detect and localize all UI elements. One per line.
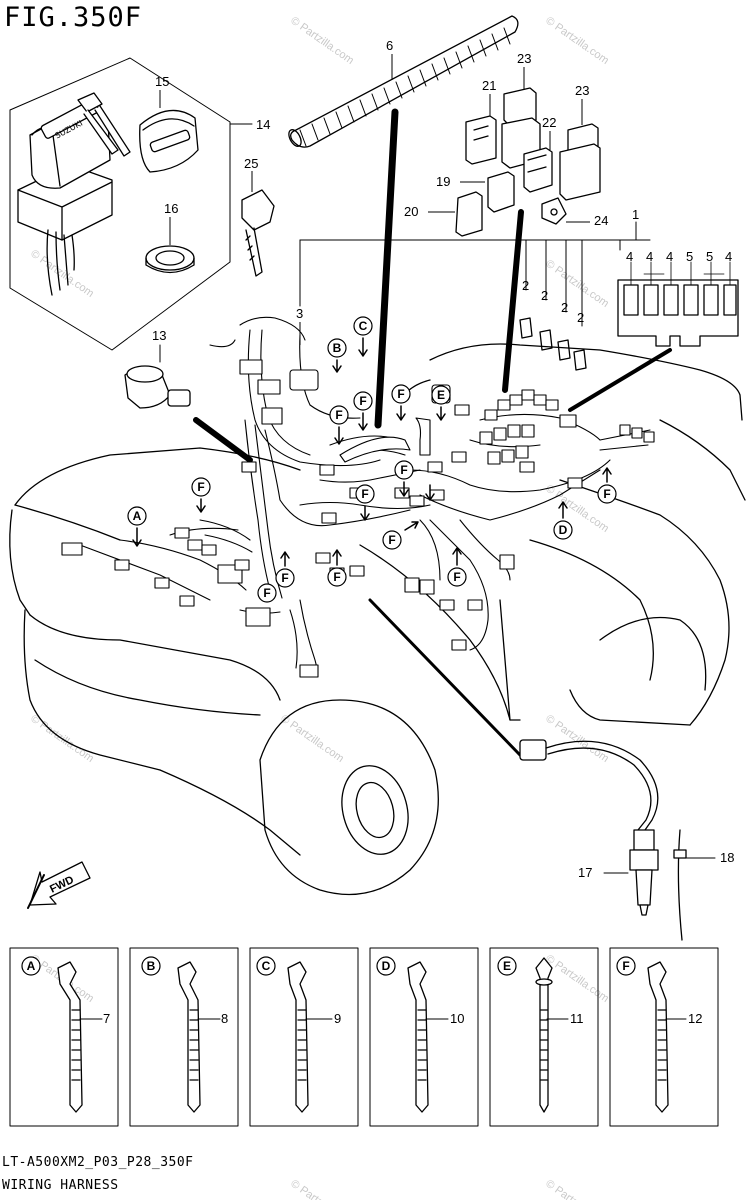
panel-letter: D: [382, 959, 391, 973]
fuse-label: 4: [666, 249, 673, 264]
watermark: © Partzilla.com: [278, 713, 346, 765]
callout-10: 10: [450, 1011, 464, 1026]
watermark: © Partzilla.com: [543, 1178, 611, 1200]
fwd-arrow: [27, 861, 91, 909]
watermark: © Partzilla.com: [543, 15, 611, 67]
callout-1: 1: [632, 207, 639, 222]
figure-name: WIRING HARNESS: [2, 1178, 119, 1193]
callout-18: 18: [720, 850, 734, 865]
callout-20: 20: [404, 204, 418, 219]
panel-letter: A: [27, 959, 36, 973]
fuse-label: 4: [725, 249, 732, 264]
clip-letter: F: [281, 571, 288, 585]
leader-line: [568, 348, 672, 412]
callout-2: 2: [577, 310, 584, 325]
fuse-label: 5: [686, 249, 693, 264]
clip-letter: F: [397, 387, 404, 401]
watermark: © Partzilla.com: [288, 1178, 356, 1200]
oxygen-sensor: [519, 739, 716, 941]
watermarks: © Partzilla.com © Partzilla.com © Partzi…: [28, 15, 611, 1200]
clip-letter: F: [361, 487, 368, 501]
callout-9: 9: [334, 1011, 341, 1026]
callout-12: 12: [688, 1011, 702, 1026]
callout-15: 15: [155, 74, 169, 89]
key: [241, 189, 275, 277]
callout-7: 7: [103, 1011, 110, 1026]
detail-panels: [9, 947, 719, 1127]
callout-2: 2: [541, 288, 548, 303]
letter-circles: [21, 316, 636, 976]
panel-letter: C: [262, 959, 271, 973]
callout-13: 13: [152, 328, 166, 343]
clip-arrows: [132, 337, 612, 567]
clip-letter: A: [133, 509, 142, 523]
cable-ties: [57, 957, 669, 1113]
clip-letter: B: [333, 341, 342, 355]
callout-23: 23: [517, 51, 531, 66]
leader-line: [374, 108, 399, 429]
clip-letter: F: [388, 533, 395, 547]
callout-2: 2: [561, 300, 568, 315]
figure-title: FIG.350F: [4, 2, 143, 33]
callout-6: 6: [386, 38, 393, 53]
corrugated-tube: [288, 15, 519, 148]
ignition-switch-kit: SUZUKI: [9, 57, 253, 351]
callout-leaders: [159, 54, 590, 345]
callout-21: 21: [482, 78, 496, 93]
clip-letter: F: [359, 394, 366, 408]
clip-letter: F: [333, 570, 340, 584]
clip-letter: F: [453, 570, 460, 584]
watermark: © Partzilla.com: [543, 258, 611, 310]
callout-23: 23: [575, 83, 589, 98]
atv-body: [9, 343, 746, 896]
power-socket: [124, 344, 191, 409]
callout-22: 22: [542, 115, 556, 130]
leader-line: [368, 598, 522, 757]
clip-letter: F: [603, 487, 610, 501]
clip-letter: F: [197, 480, 204, 494]
callout-16: 16: [164, 201, 178, 216]
fuse-label: 4: [646, 249, 653, 264]
clip-letter: F: [335, 408, 342, 422]
callout-11: 11: [570, 1011, 584, 1026]
clip-letter: D: [559, 523, 568, 537]
callout-8: 8: [221, 1011, 228, 1026]
watermark: © Partzilla.com: [543, 953, 611, 1005]
callout-17: 17: [578, 865, 592, 880]
clip-letter: C: [359, 319, 368, 333]
callout-24: 24: [594, 213, 608, 228]
relay-group: [455, 87, 601, 237]
leader-line: [193, 417, 253, 463]
clip-letter: F: [263, 586, 270, 600]
harness-connectors: [61, 359, 655, 678]
panel-letter: B: [147, 959, 156, 973]
clip-letter: E: [437, 388, 445, 402]
callout-labels: 1 2 2 2 2 3 4 4 4 5 5 4 6 7 8 9 10 11 12…: [48, 38, 734, 1026]
fuse-box: [299, 221, 739, 371]
fuse-label: 4: [626, 249, 633, 264]
fuse-label: 5: [706, 249, 713, 264]
leader-line: [502, 209, 524, 393]
callout-25: 25: [244, 156, 258, 171]
panel-letter: E: [503, 959, 511, 973]
panel-letter: F: [622, 959, 629, 973]
callout-2: 2: [522, 278, 529, 293]
callout-14: 14: [256, 117, 270, 132]
watermark: © Partzilla.com: [28, 248, 96, 300]
callout-19: 19: [436, 174, 450, 189]
clip-letter: F: [400, 463, 407, 477]
watermark: © Partzilla.com: [288, 15, 356, 67]
letter-labels: A B C D E F F F F F F F F F F F F A B C …: [27, 319, 630, 973]
callout-3: 3: [296, 306, 303, 321]
drawing-code: LT-A500XM2_P03_P28_350F: [2, 1155, 194, 1170]
